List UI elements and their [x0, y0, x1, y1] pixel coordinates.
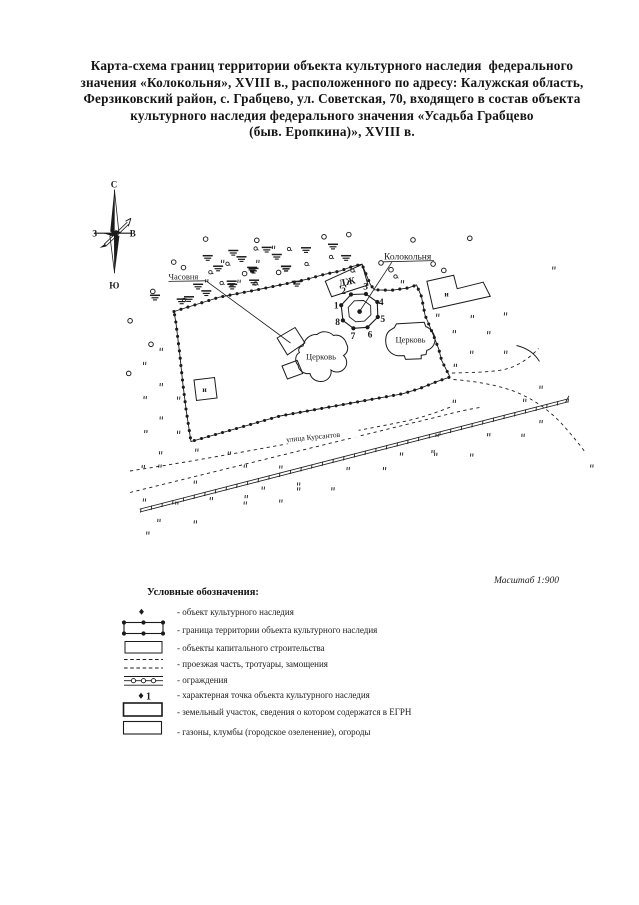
svg-text:3: 3	[363, 283, 368, 293]
svg-text:ДЖ: ДЖ	[338, 275, 357, 289]
svg-text:8: 8	[335, 318, 340, 328]
svg-text:Церковь: Церковь	[306, 352, 336, 362]
svg-text:2: 2	[341, 287, 346, 297]
svg-text:1: 1	[146, 692, 151, 703]
svg-text:Колокольня: Колокольня	[384, 253, 432, 263]
svg-text:Часовня: Часовня	[169, 272, 199, 282]
svg-text:и: и	[444, 290, 449, 299]
svg-text:З: З	[92, 229, 97, 239]
svg-text:С: С	[111, 180, 118, 190]
svg-text:и: и	[202, 385, 207, 394]
svg-text:4: 4	[379, 298, 384, 308]
svg-text:В: В	[130, 229, 136, 239]
svg-text:Ю: Ю	[109, 281, 119, 291]
svg-text:улица Курсантов: улица Курсантов	[286, 430, 341, 444]
svg-text:5: 5	[380, 315, 385, 325]
svg-text:6: 6	[368, 331, 373, 341]
svg-text:Церковь: Церковь	[396, 335, 426, 345]
svg-text:7: 7	[351, 332, 356, 342]
svg-text:1: 1	[334, 302, 339, 312]
